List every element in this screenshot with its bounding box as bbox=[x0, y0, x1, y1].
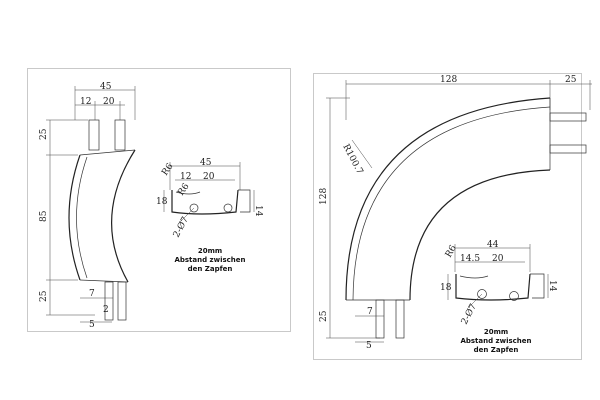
note-line-2: Abstand zwischen bbox=[174, 256, 245, 264]
dim-height: 128 bbox=[319, 188, 329, 205]
note-line-1: 20mm bbox=[484, 328, 508, 336]
detail-width: 44 bbox=[487, 240, 499, 250]
detail-right-height: 14 bbox=[253, 205, 263, 217]
detail-span: 20 bbox=[203, 172, 215, 182]
dim-peg-gap: 12 bbox=[80, 97, 91, 107]
dim-extension: 25 bbox=[565, 75, 577, 85]
detail-gap: 14.5 bbox=[460, 254, 480, 264]
top-peg-left bbox=[88, 119, 100, 151]
detail-hole-right bbox=[509, 291, 519, 301]
dim-width: 128 bbox=[440, 75, 457, 85]
top-peg-right bbox=[114, 119, 126, 151]
side-peg-top bbox=[549, 112, 587, 122]
dim-peg-span: 20 bbox=[103, 97, 115, 107]
bottom-peg-left bbox=[375, 299, 385, 339]
detail-hole-right bbox=[223, 203, 233, 213]
dim-bottom-peg: 25 bbox=[39, 290, 49, 302]
detail-left-height: 18 bbox=[156, 197, 168, 207]
dim-arc-height: 85 bbox=[39, 210, 49, 222]
bottom-peg-right bbox=[395, 299, 405, 339]
detail-width: 45 bbox=[200, 158, 212, 168]
dim-foot-width: 7 bbox=[367, 307, 373, 317]
note-line-3: den Zapfen bbox=[188, 265, 233, 273]
dim-foot-inner: 2 bbox=[103, 305, 109, 315]
dim-foot-outer: 5 bbox=[366, 341, 372, 351]
dim-foot-width: 7 bbox=[89, 289, 95, 299]
left-drawing-panel bbox=[27, 68, 291, 332]
dim-top-width: 45 bbox=[100, 82, 112, 92]
dim-foot-outer: 5 bbox=[89, 320, 95, 330]
detail-radius-a: R6 bbox=[444, 243, 459, 259]
bottom-peg-left bbox=[104, 281, 114, 321]
note-line-1: 20mm bbox=[198, 247, 222, 255]
arc-inner-edge bbox=[409, 169, 551, 301]
note-line-3: den Zapfen bbox=[474, 346, 519, 354]
detail-left-height: 18 bbox=[440, 283, 452, 293]
detail-profile bbox=[455, 273, 531, 301]
detail-profile bbox=[171, 189, 239, 215]
bottom-peg-right bbox=[117, 281, 127, 321]
dim-peg-height: 25 bbox=[39, 128, 49, 140]
detail-right-height: 14 bbox=[547, 280, 557, 292]
arc-inner-edge bbox=[110, 149, 136, 283]
detail-hole-left bbox=[189, 203, 199, 213]
arc-outer-edge bbox=[345, 97, 551, 301]
detail-thread: 2-Ø7 bbox=[459, 302, 479, 327]
detail-gap: 12 bbox=[180, 172, 191, 182]
detail-span: 20 bbox=[492, 254, 504, 264]
dim-bottom-peg: 25 bbox=[319, 310, 329, 322]
note-line-2: Abstand zwischen bbox=[460, 337, 531, 345]
side-peg-bottom bbox=[549, 144, 587, 154]
arc-outer-edge bbox=[68, 154, 81, 281]
dim-radius: R100.7 bbox=[340, 143, 364, 177]
detail-hole-left bbox=[477, 289, 487, 299]
